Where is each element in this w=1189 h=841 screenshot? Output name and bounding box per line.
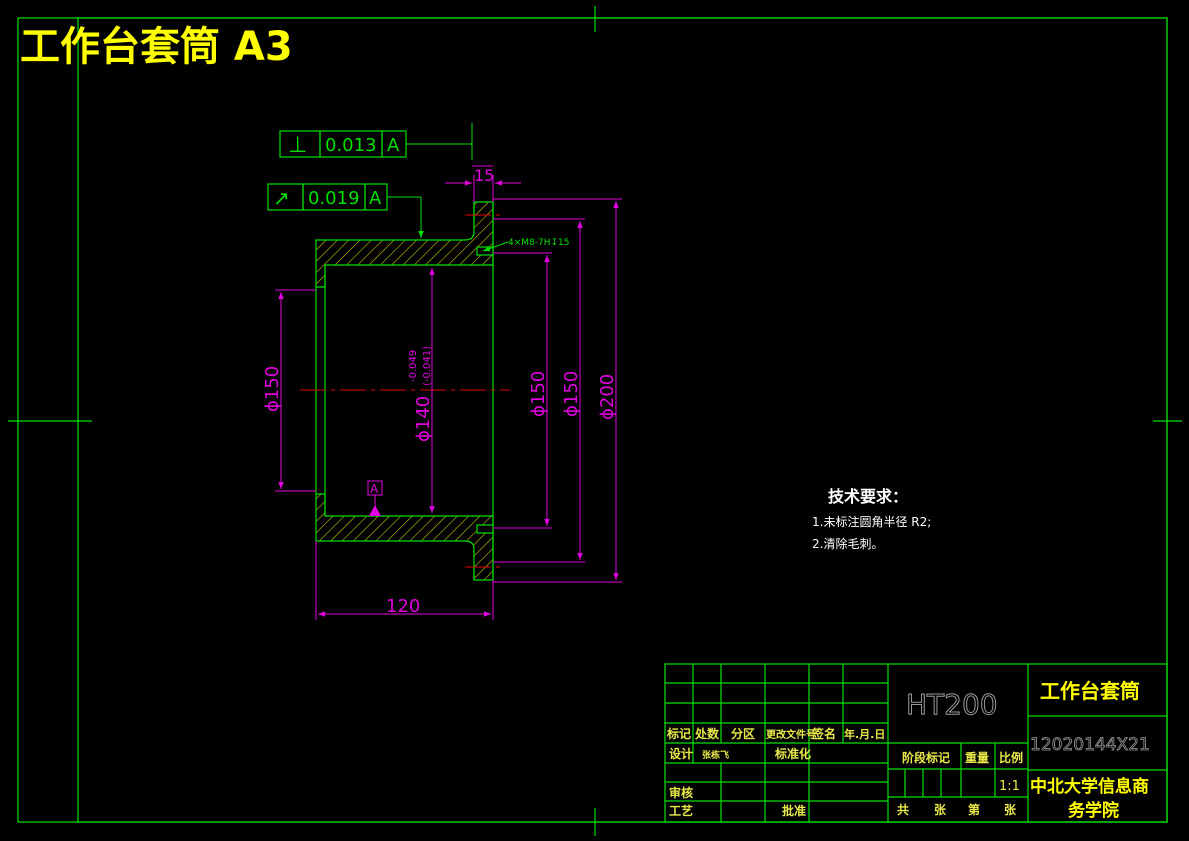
sheet-index-label: 第 xyxy=(968,802,980,817)
dim-bolt-circle: ϕ150 xyxy=(561,371,582,417)
inner-border xyxy=(77,17,1168,823)
tech-requirements: 技术要求： 1.未标注圆角半径 R2; 2.清除毛刺。 xyxy=(812,487,931,551)
upper-wall-section xyxy=(315,201,494,288)
datum-a: A xyxy=(367,480,383,516)
dim-bore-main: ϕ140 xyxy=(413,396,434,442)
tech-req-item: 2.清除毛刺。 xyxy=(812,536,883,551)
organization-line-2: 务学院 xyxy=(1068,800,1119,821)
lower-wall-section xyxy=(315,493,494,581)
perpendicularity-icon: ⊥ xyxy=(288,133,307,158)
process-label: 工艺 xyxy=(669,803,693,818)
dimensions xyxy=(275,165,622,620)
header-signature: 签名 xyxy=(811,726,836,741)
drawing-frame xyxy=(8,6,1182,836)
datum-triangle xyxy=(369,505,381,516)
gdt-perpendicularity: ⊥ 0.013 A xyxy=(279,123,473,160)
header-mark: 标记 xyxy=(666,726,691,741)
gdt-runout-value: 0.019 xyxy=(308,188,360,209)
sheet-unit-label: 张 xyxy=(934,802,947,817)
drawing-number: 12020144X21 xyxy=(1030,735,1150,755)
sheet-unit2-label: 张 xyxy=(1004,802,1017,817)
dim-bore-tol-lower: (-0.041) xyxy=(422,346,433,386)
gdt-runout-datum: A xyxy=(369,188,382,209)
stage-mark-label: 阶段标记 xyxy=(902,750,950,765)
dim-hub-diameter: ϕ150 xyxy=(528,371,549,417)
runout-icon: ↗ xyxy=(273,186,290,210)
dim-bore-tol-upper: -0.049 xyxy=(408,350,419,382)
dim-length: 120 xyxy=(386,596,420,617)
tech-req-heading: 技术要求： xyxy=(828,487,908,506)
dim-bore-left: ϕ150 xyxy=(262,366,283,412)
header-zone: 分区 xyxy=(731,726,755,741)
dim-flange-thickness: 15 xyxy=(474,166,494,185)
gdt-perpendicularity-value: 0.013 xyxy=(325,135,377,156)
tech-req-item: 1.未标注圆角半径 R2; xyxy=(812,514,931,529)
datum-label: A xyxy=(370,482,379,496)
gdt-perpendicularity-datum: A xyxy=(387,135,400,156)
hole-leader xyxy=(482,241,509,252)
material-value: HT200 xyxy=(906,688,998,721)
tapped-hole-bottom xyxy=(476,524,494,534)
hole-callout-group: 4×M8-7H↧15 xyxy=(482,238,570,252)
scale-label: 比例 xyxy=(999,750,1023,765)
part-name: 工作台套筒 xyxy=(1040,679,1140,703)
review-label: 审核 xyxy=(669,785,693,800)
title-block xyxy=(664,663,1168,823)
weight-label: 重量 xyxy=(965,750,989,765)
sheet-total-label: 共 xyxy=(897,802,909,817)
design-label: 设计 xyxy=(669,746,693,761)
hole-callout: 4×M8-7H↧15 xyxy=(508,238,570,248)
header-count: 处数 xyxy=(694,726,720,741)
scale-value: 1:1 xyxy=(999,779,1020,794)
approve-label: 批准 xyxy=(782,803,806,818)
dim-flange-diameter: ϕ200 xyxy=(597,374,618,420)
header-change-doc: 更改文件号 xyxy=(766,728,816,741)
gdt-runout: ↗ 0.019 A xyxy=(267,183,424,238)
part-section xyxy=(300,201,510,581)
drawing-title: 工作台套筒 A3 xyxy=(20,24,293,70)
header-date: 年.月.日 xyxy=(844,727,885,741)
designer-name: 张栋飞 xyxy=(702,749,729,761)
standardize-label: 标准化 xyxy=(774,746,811,761)
organization-line-1: 中北大学信息商 xyxy=(1030,776,1149,797)
